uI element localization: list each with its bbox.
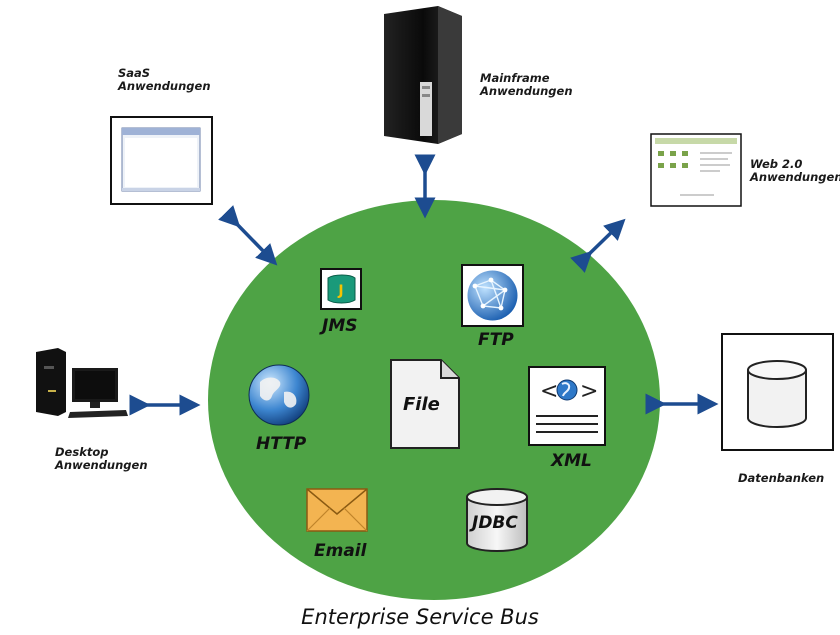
diagram-caption: Enterprise Service Bus [301, 605, 539, 629]
datenbanken-label: Datenbanken [738, 471, 825, 485]
file-icon: File [389, 358, 461, 450]
file-label: File [403, 394, 440, 415]
globe-icon [248, 364, 310, 426]
svg-text:<: < [540, 379, 558, 404]
globe-network-icon [461, 264, 524, 327]
svg-text:J: J [337, 283, 343, 299]
server-tower-icon [384, 6, 462, 144]
xml-document-icon: < > [528, 366, 606, 446]
desktop-computer-icon [36, 348, 128, 418]
envelope-icon [306, 488, 368, 532]
jms-icon: J [320, 268, 362, 310]
xml-label: XML [551, 451, 592, 471]
jms-label: JMS [322, 316, 358, 336]
database-icon [721, 333, 834, 451]
arrow-saas [218, 205, 278, 266]
arrow-web20 [570, 218, 626, 273]
database-cylinder-icon: JDBC [464, 487, 530, 553]
svg-text:>: > [580, 379, 598, 404]
ftp-label: FTP [478, 330, 514, 350]
web-page-icon [650, 133, 742, 207]
browser-window-icon [110, 116, 213, 205]
email-label: Email [314, 541, 367, 561]
http-label: HTTP [256, 434, 307, 454]
jdbc-label: JDBC [472, 513, 518, 533]
